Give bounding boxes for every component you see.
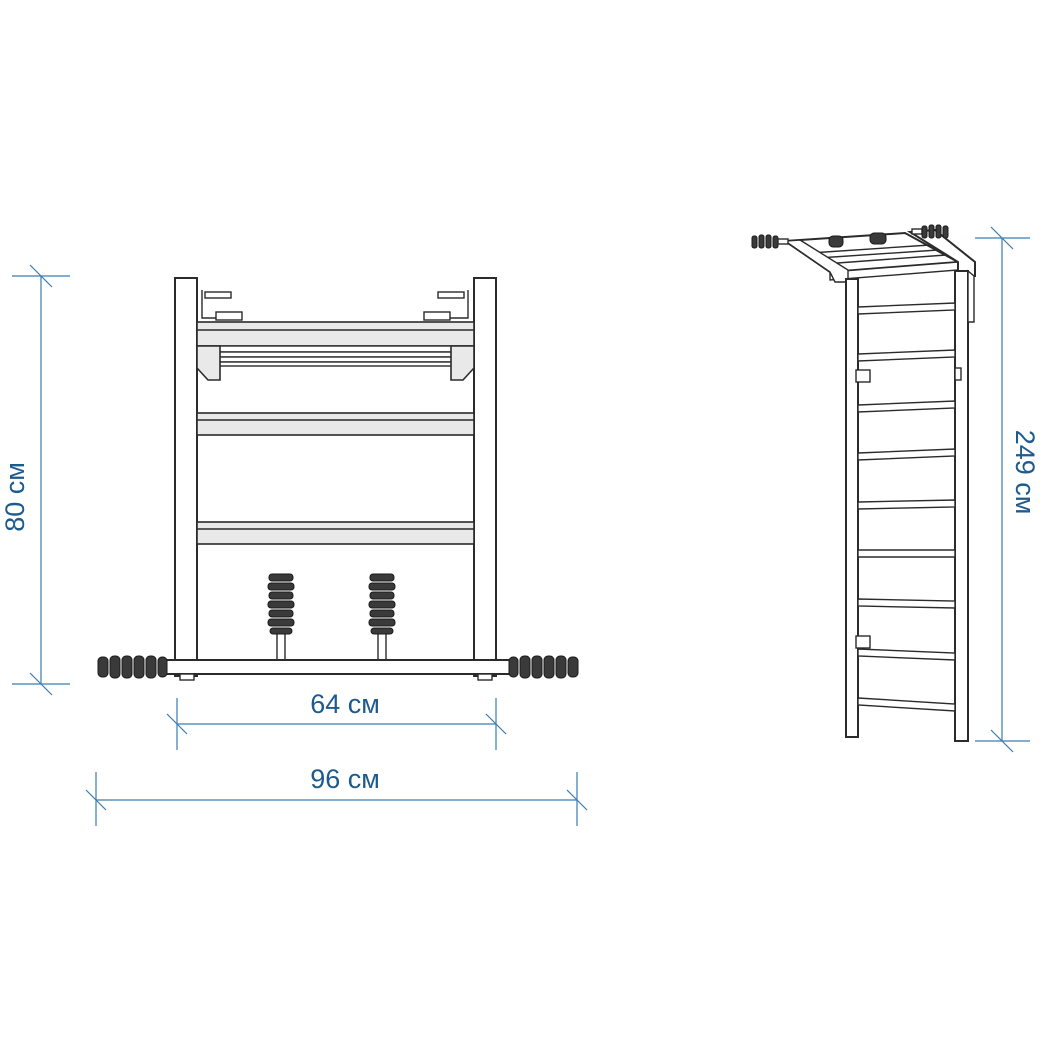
dimension-width-outer: 96 см bbox=[85, 764, 588, 826]
left-upright bbox=[174, 277, 198, 677]
dimension-height-front: 80 см bbox=[0, 264, 70, 696]
dimension-height-total: 249 см bbox=[975, 226, 1040, 753]
grip-handle-right bbox=[368, 573, 396, 661]
right-upright bbox=[473, 277, 497, 677]
width-outer-label: 96 см bbox=[310, 764, 380, 794]
top-grip-right bbox=[911, 224, 949, 239]
pullup-bar-top bbox=[751, 224, 976, 283]
top-grip-left bbox=[751, 234, 789, 249]
height-total-label: 249 см bbox=[1010, 430, 1040, 515]
front-view bbox=[97, 277, 579, 681]
top-brackets bbox=[201, 290, 469, 321]
wall-mounts bbox=[855, 367, 962, 649]
ladder-rungs bbox=[857, 302, 956, 712]
perspective-view bbox=[751, 224, 976, 742]
grip-handle-left bbox=[267, 573, 295, 661]
height-front-label: 80 см bbox=[0, 462, 30, 532]
top-crossbar-assembly bbox=[196, 321, 475, 381]
width-inner-label: 64 см bbox=[310, 689, 380, 719]
dimension-width-inner: 64 см bbox=[166, 689, 507, 750]
left-rail bbox=[845, 278, 859, 738]
bottom-bar bbox=[97, 655, 579, 681]
right-rail bbox=[954, 270, 969, 742]
front-rungs bbox=[196, 412, 475, 545]
